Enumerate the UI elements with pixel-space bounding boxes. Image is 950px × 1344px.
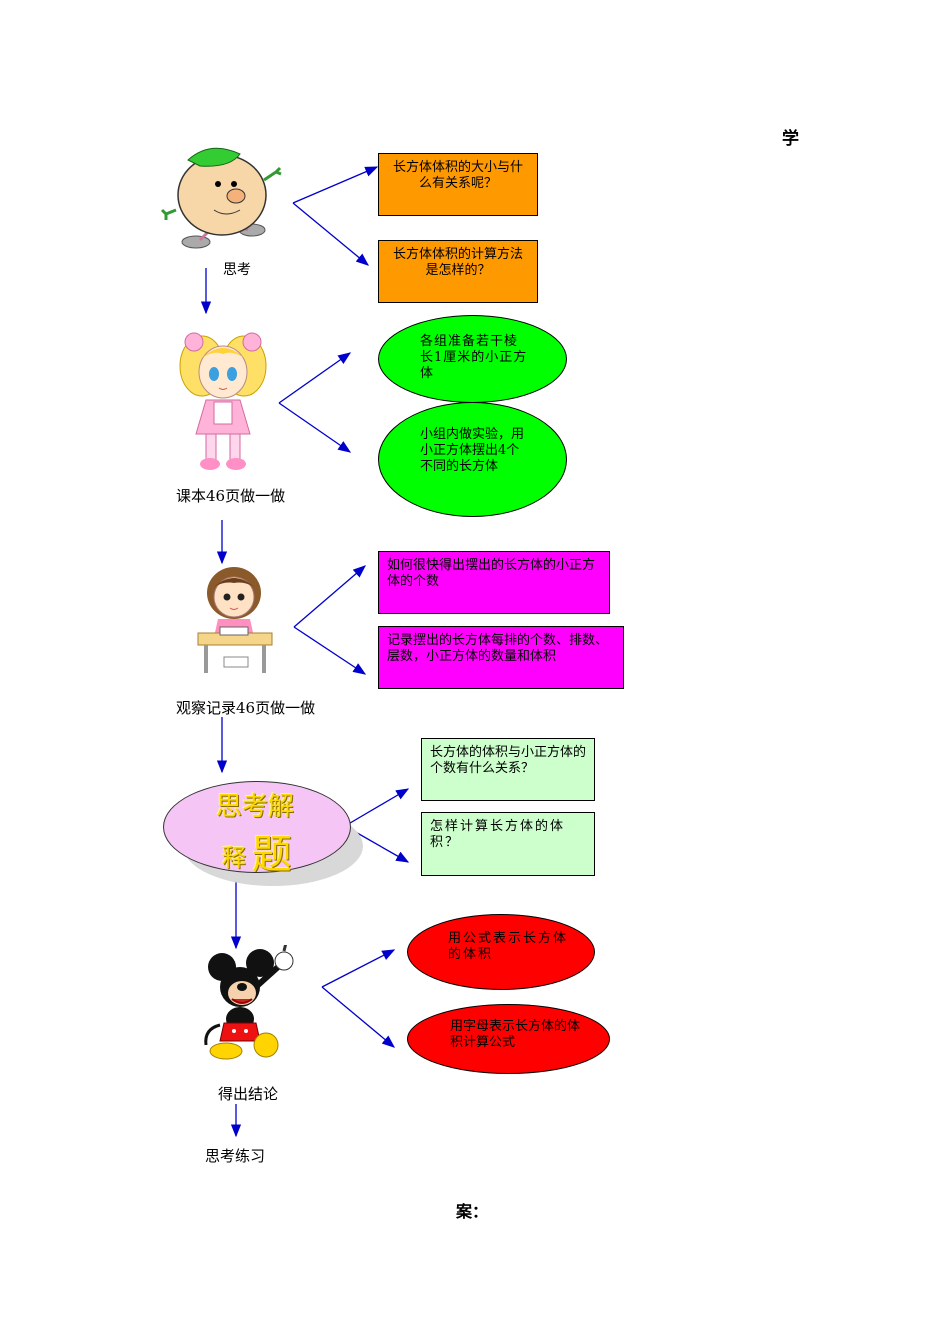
arrow-s5-a (321, 949, 396, 988)
cartoon-girl-pink-icon (179, 332, 267, 470)
stage-label-think: 思考 (223, 262, 251, 278)
arrow-s3-b (293, 626, 367, 675)
header-char: 学 (782, 129, 799, 149)
footer-text: 案： (456, 1202, 489, 1221)
mickey-mouse-icon (204, 945, 294, 1060)
node-s1-a: 长方体体积的大小与什么有关系呢？ (378, 153, 538, 216)
node-s3-a-text: 如何很快得出摆出的长方体的小正方体的个数 (387, 558, 596, 589)
node-s2-b-text: 小组内做实验，用小正方体摆出4个不同的长方体 (420, 427, 525, 474)
node-s1-b: 长方体体积的计算方法是怎样的？ (378, 240, 538, 303)
title-ellipse (163, 781, 351, 873)
node-s4-a: 长方体的体积与小正方体的个数有什么关系？ (421, 738, 595, 801)
node-s2-b: 小组内做实验，用小正方体摆出4个不同的长方体 (378, 402, 567, 517)
node-s3-a: 如何很快得出摆出的长方体的小正方体的个数 (378, 551, 610, 614)
title-line-2-a: 释 (222, 844, 246, 872)
arrow-s1-a (292, 166, 379, 204)
node-s4-a-text: 长方体的体积与小正方体的个数有什么关系？ (430, 745, 587, 776)
title-line-1: 思考解 (216, 792, 295, 822)
node-s5-a: 用公式表示长方体的体积 (407, 914, 595, 990)
node-s5-a-text: 用公式表示长方体的体积 (448, 931, 569, 962)
arrow-s5-b (321, 986, 395, 1048)
node-s5-b-text: 用字母表示长方体的体积计算公式 (450, 1019, 581, 1050)
node-s1-a-text: 长方体体积的大小与什么有关系呢？ (392, 160, 523, 191)
cartoon-girl-reading-icon (197, 567, 273, 673)
node-s2-a: 各组准备若干棱长1厘米的小正方体 (378, 315, 567, 403)
node-s4-b-text: 怎样计算长方体的体积？ (430, 819, 566, 850)
arrow-s4-a (344, 788, 410, 827)
node-s3-b: 记录摆出的长方体每排的个数、排数、层数，小正方体的数量和体积 (378, 626, 624, 689)
stage-label-practice: 思考练习 (205, 1147, 266, 1165)
arrow-s1-b (292, 202, 370, 266)
cartoon-egg-man-icon (160, 147, 282, 249)
node-s1-b-text: 长方体体积的计算方法是怎样的？ (392, 247, 523, 278)
arrow-s3-a (293, 565, 366, 628)
node-s4-b: 怎样计算长方体的体积？ (421, 812, 595, 876)
arrow-s2-a (278, 352, 352, 404)
node-s2-a-text: 各组准备若干棱长1厘米的小正方体 (420, 334, 528, 381)
title-line-2-b: 题 (252, 832, 292, 878)
node-s5-b: 用字母表示长方体的体积计算公式 (407, 1004, 610, 1074)
stage-label-conclusion: 得出结论 (218, 1085, 279, 1103)
node-s3-b-text: 记录摆出的长方体每排的个数、排数、层数，小正方体的数量和体积 (387, 633, 609, 664)
stage-label-observe: 观察记录46页做一做 (176, 699, 316, 717)
stage-label-textbook: 课本46页做一做 (176, 487, 286, 505)
arrow-s2-b (278, 402, 352, 453)
